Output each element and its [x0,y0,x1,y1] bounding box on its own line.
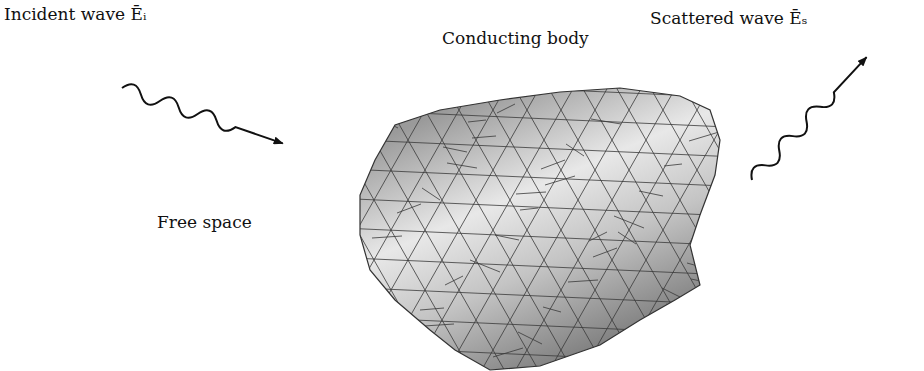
triangle-mesh [0,80,924,371]
region-label: Free space [157,212,252,232]
scattered-wave-label: Scattered wave Ēₛ [650,8,807,28]
body-label: Conducting body [442,28,589,48]
scattered-wave-arrow [747,52,872,184]
incident-wave-label: Incident wave Ēᵢ [4,4,146,24]
conducting-body [0,80,924,371]
incident-wave-arrow [120,81,285,150]
